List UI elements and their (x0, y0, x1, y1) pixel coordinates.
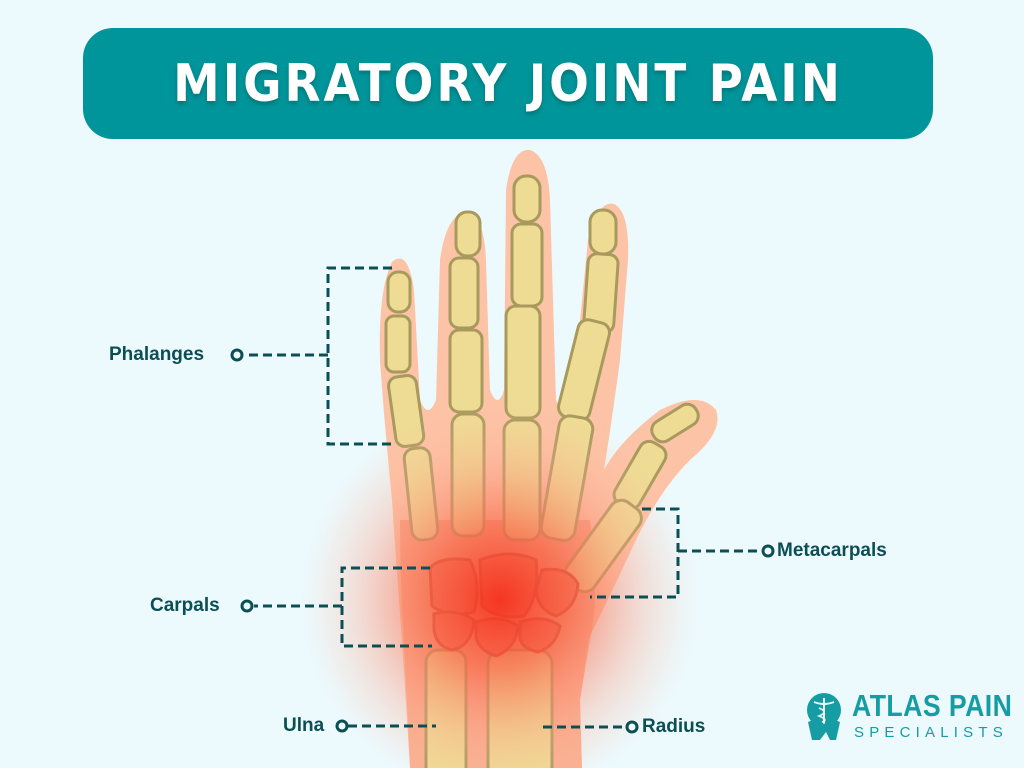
logo-name: ATLAS PAIN (852, 688, 1013, 723)
phalanges-dot (230, 348, 244, 362)
radius-dot (625, 720, 639, 734)
label-metacarpals: Metacarpals (777, 540, 887, 561)
carpals-dot (240, 599, 254, 613)
atlas-pain-logo: ATLAS PAIN SPECIALISTS (800, 688, 1013, 748)
label-phalanges: Phalanges (109, 344, 205, 365)
leader-lines (244, 266, 762, 729)
label-carpals: Carpals (150, 595, 220, 616)
leader-dots (230, 348, 775, 734)
ulna-dot (335, 719, 349, 733)
title-banner: MIGRATORY JOINT PAIN (83, 28, 933, 139)
atlas-caduceus-icon (807, 693, 841, 740)
metacarpals-dot (761, 544, 775, 558)
label-ulna: Ulna (283, 715, 325, 736)
label-radius: Radius (642, 716, 706, 737)
logo-tagline: SPECIALISTS (854, 724, 1008, 741)
page-title: MIGRATORY JOINT PAIN (173, 53, 843, 114)
pain-highlight (300, 400, 700, 768)
